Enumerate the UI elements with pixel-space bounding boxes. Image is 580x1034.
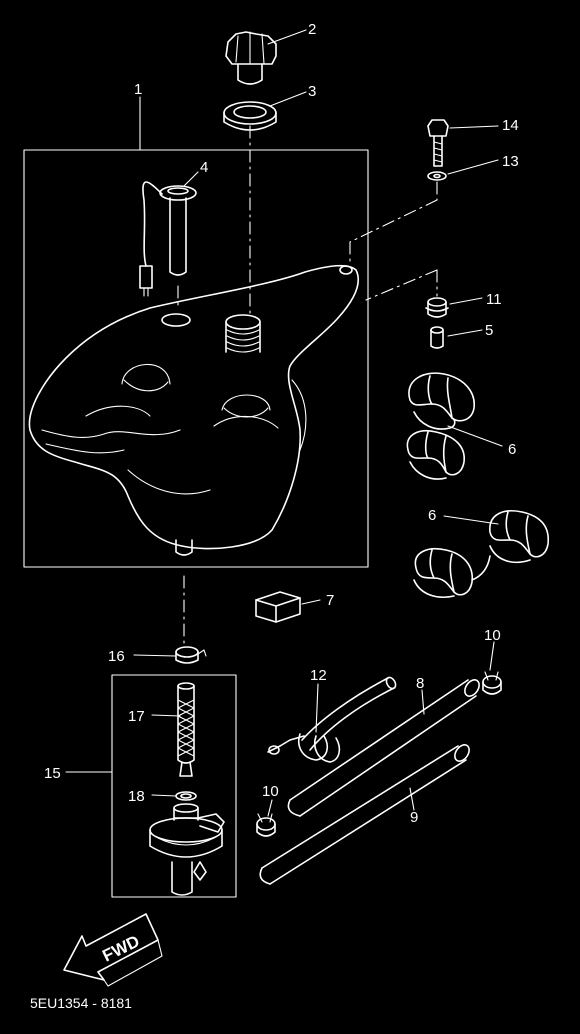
label-3: 3 <box>308 83 316 100</box>
label-9: 9 <box>410 809 418 826</box>
leader-lines <box>65 29 503 817</box>
fuel-cap <box>225 31 277 85</box>
label-18: 18 <box>128 788 145 805</box>
label-11: 11 <box>486 291 502 308</box>
rubber-damper <box>425 297 449 318</box>
label-17: 17 <box>128 708 145 725</box>
label-6-lower: 6 <box>428 507 436 524</box>
fuel-cock-assembly-frame <box>111 674 237 898</box>
label-6-upper: 6 <box>508 441 516 458</box>
fwd-arrow: FWD <box>63 913 163 987</box>
label-8: 8 <box>416 675 424 692</box>
bolt <box>427 119 449 167</box>
damper-block <box>255 591 301 623</box>
fuel-tank <box>28 264 360 556</box>
strainer <box>177 682 195 777</box>
assembly-lines <box>177 125 438 645</box>
fuel-hose <box>287 679 480 817</box>
tank-assembly-frame <box>23 96 369 568</box>
collar <box>430 326 444 349</box>
label-1: 1 <box>134 81 142 98</box>
hose-clip-upper <box>482 671 502 695</box>
label-14: 14 <box>502 117 519 134</box>
breather-hose <box>267 676 397 763</box>
label-7: 7 <box>326 592 334 609</box>
vent-hose <box>259 744 470 885</box>
washer <box>427 171 447 181</box>
tank-damper-upper <box>406 372 475 480</box>
label-4: 4 <box>200 159 208 176</box>
label-10-upper: 10 <box>484 627 501 644</box>
diagram-code: 5EU1354 - 8181 <box>30 995 132 1011</box>
fuel-sender-unit <box>139 181 197 297</box>
label-12: 12 <box>310 667 327 684</box>
hose-clip-lower <box>256 813 276 837</box>
fuel-cock <box>149 803 225 896</box>
part-labels: 1 2 3 4 5 6 6 7 8 9 10 10 11 12 13 14 15… <box>44 21 519 826</box>
tank-damper-lower <box>413 510 549 598</box>
label-13: 13 <box>502 153 519 170</box>
o-ring <box>175 791 197 801</box>
label-15: 15 <box>44 765 61 782</box>
label-2: 2 <box>308 21 316 38</box>
label-16: 16 <box>108 648 125 665</box>
label-10-lower: 10 <box>262 783 279 800</box>
hose-clip <box>175 646 207 664</box>
label-5: 5 <box>485 322 493 339</box>
